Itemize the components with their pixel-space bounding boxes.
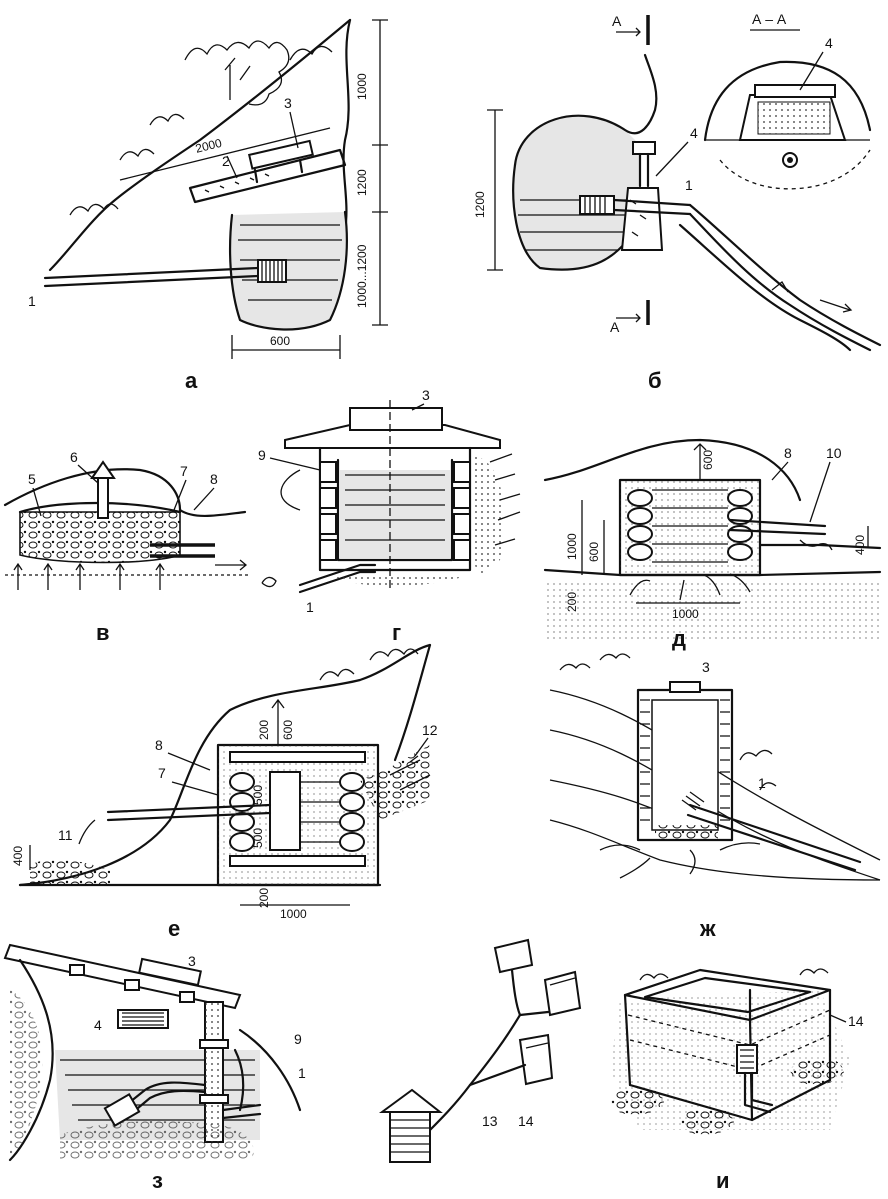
label-v-8: 8 [210, 471, 218, 487]
panel-label-v: в [96, 620, 110, 645]
label-z-1: 1 [298, 1065, 306, 1081]
panel-e: 8 7 12 11 200 600 400 500 500 200 1000 е [11, 643, 438, 941]
label-14: 14 [518, 1113, 534, 1129]
dim-e-600: 600 [281, 720, 295, 740]
panel-label-zh: ж [699, 916, 716, 941]
dim-d-600: 600 [587, 542, 601, 562]
panel-label-a: а [185, 368, 198, 393]
dim-a-1000-1200: 1000...1200 [355, 244, 369, 308]
dim-e-1000: 1000 [280, 907, 307, 921]
dim-e-500-b: 500 [251, 828, 265, 848]
label-z-4: 4 [94, 1017, 102, 1033]
dim-a-1000: 1000 [355, 73, 369, 100]
section-mark-top: А [612, 13, 622, 29]
label-g-3: 3 [422, 387, 430, 403]
label-zh-3: 3 [702, 659, 710, 675]
panel-label-i: и [716, 1168, 730, 1193]
dim-d-1000-bottom: 1000 [672, 607, 699, 621]
label-a-3: 3 [284, 95, 292, 111]
label-d-8: 8 [784, 445, 792, 461]
label-a-1: 1 [28, 293, 36, 309]
label-v-5: 5 [28, 471, 36, 487]
dim-d-1000: 1000 [565, 533, 579, 560]
panel-i: 14 и [610, 968, 864, 1193]
label-b-4-inset: 4 [825, 35, 833, 51]
label-v-6: 6 [70, 449, 78, 465]
panel-label-b: б [648, 368, 662, 393]
panel-v: 5 6 7 8 в [3, 449, 250, 645]
panel-zh: 3 1 ж [549, 653, 881, 941]
panel-label-d: д [672, 626, 686, 651]
label-i-14: 14 [848, 1013, 864, 1029]
dim-e-500-a: 500 [251, 785, 265, 805]
label-e-12: 12 [422, 722, 438, 738]
label-g-1: 1 [306, 599, 314, 615]
label-b-4: 4 [690, 125, 698, 141]
panel-a: 1 2 3 2000 1000 1200 1000...1200 600 а [28, 18, 388, 393]
label-b-1: 1 [685, 177, 693, 193]
dim-d-600-top: 600 [701, 450, 715, 470]
section-mark-bottom: А [610, 319, 620, 335]
label-v-7: 7 [180, 463, 188, 479]
label-d-10: 10 [826, 445, 842, 461]
panel-b: 1200 А А А – А 4 1 4 б [473, 11, 882, 393]
dim-e-200-bottom: 200 [257, 888, 271, 908]
label-z-3: 3 [188, 953, 196, 969]
dim-d-400: 400 [853, 535, 867, 555]
label-e-7: 7 [158, 765, 166, 781]
panel-d: 600 1000 600 400 200 1000 8 10 д [543, 438, 882, 651]
dim-a-1200: 1200 [355, 169, 369, 196]
dim-b-1200: 1200 [473, 191, 487, 218]
label-13: 13 [482, 1113, 498, 1129]
label-z-9: 9 [294, 1031, 302, 1047]
dim-a-2000: 2000 [194, 136, 224, 156]
label-g-9: 9 [258, 447, 266, 463]
panel-g: 3 9 1 г [258, 387, 521, 645]
panel-label-z: з [152, 1168, 163, 1193]
dim-d-200: 200 [565, 592, 579, 612]
panel-label-g: г [392, 620, 401, 645]
label-zh-1: 1 [758, 775, 766, 791]
label-e-8: 8 [155, 737, 163, 753]
dim-e-400: 400 [11, 846, 25, 866]
panel-z: 3 4 9 1 з [3, 943, 306, 1193]
panel-network: 13 14 [378, 938, 582, 1163]
section-title: А – А [752, 11, 787, 27]
dim-a-600: 600 [270, 334, 290, 348]
dim-e-200-top: 200 [257, 720, 271, 740]
panel-label-e: е [168, 916, 180, 941]
label-e-11: 11 [58, 827, 73, 843]
label-a-2: 2 [222, 153, 230, 169]
